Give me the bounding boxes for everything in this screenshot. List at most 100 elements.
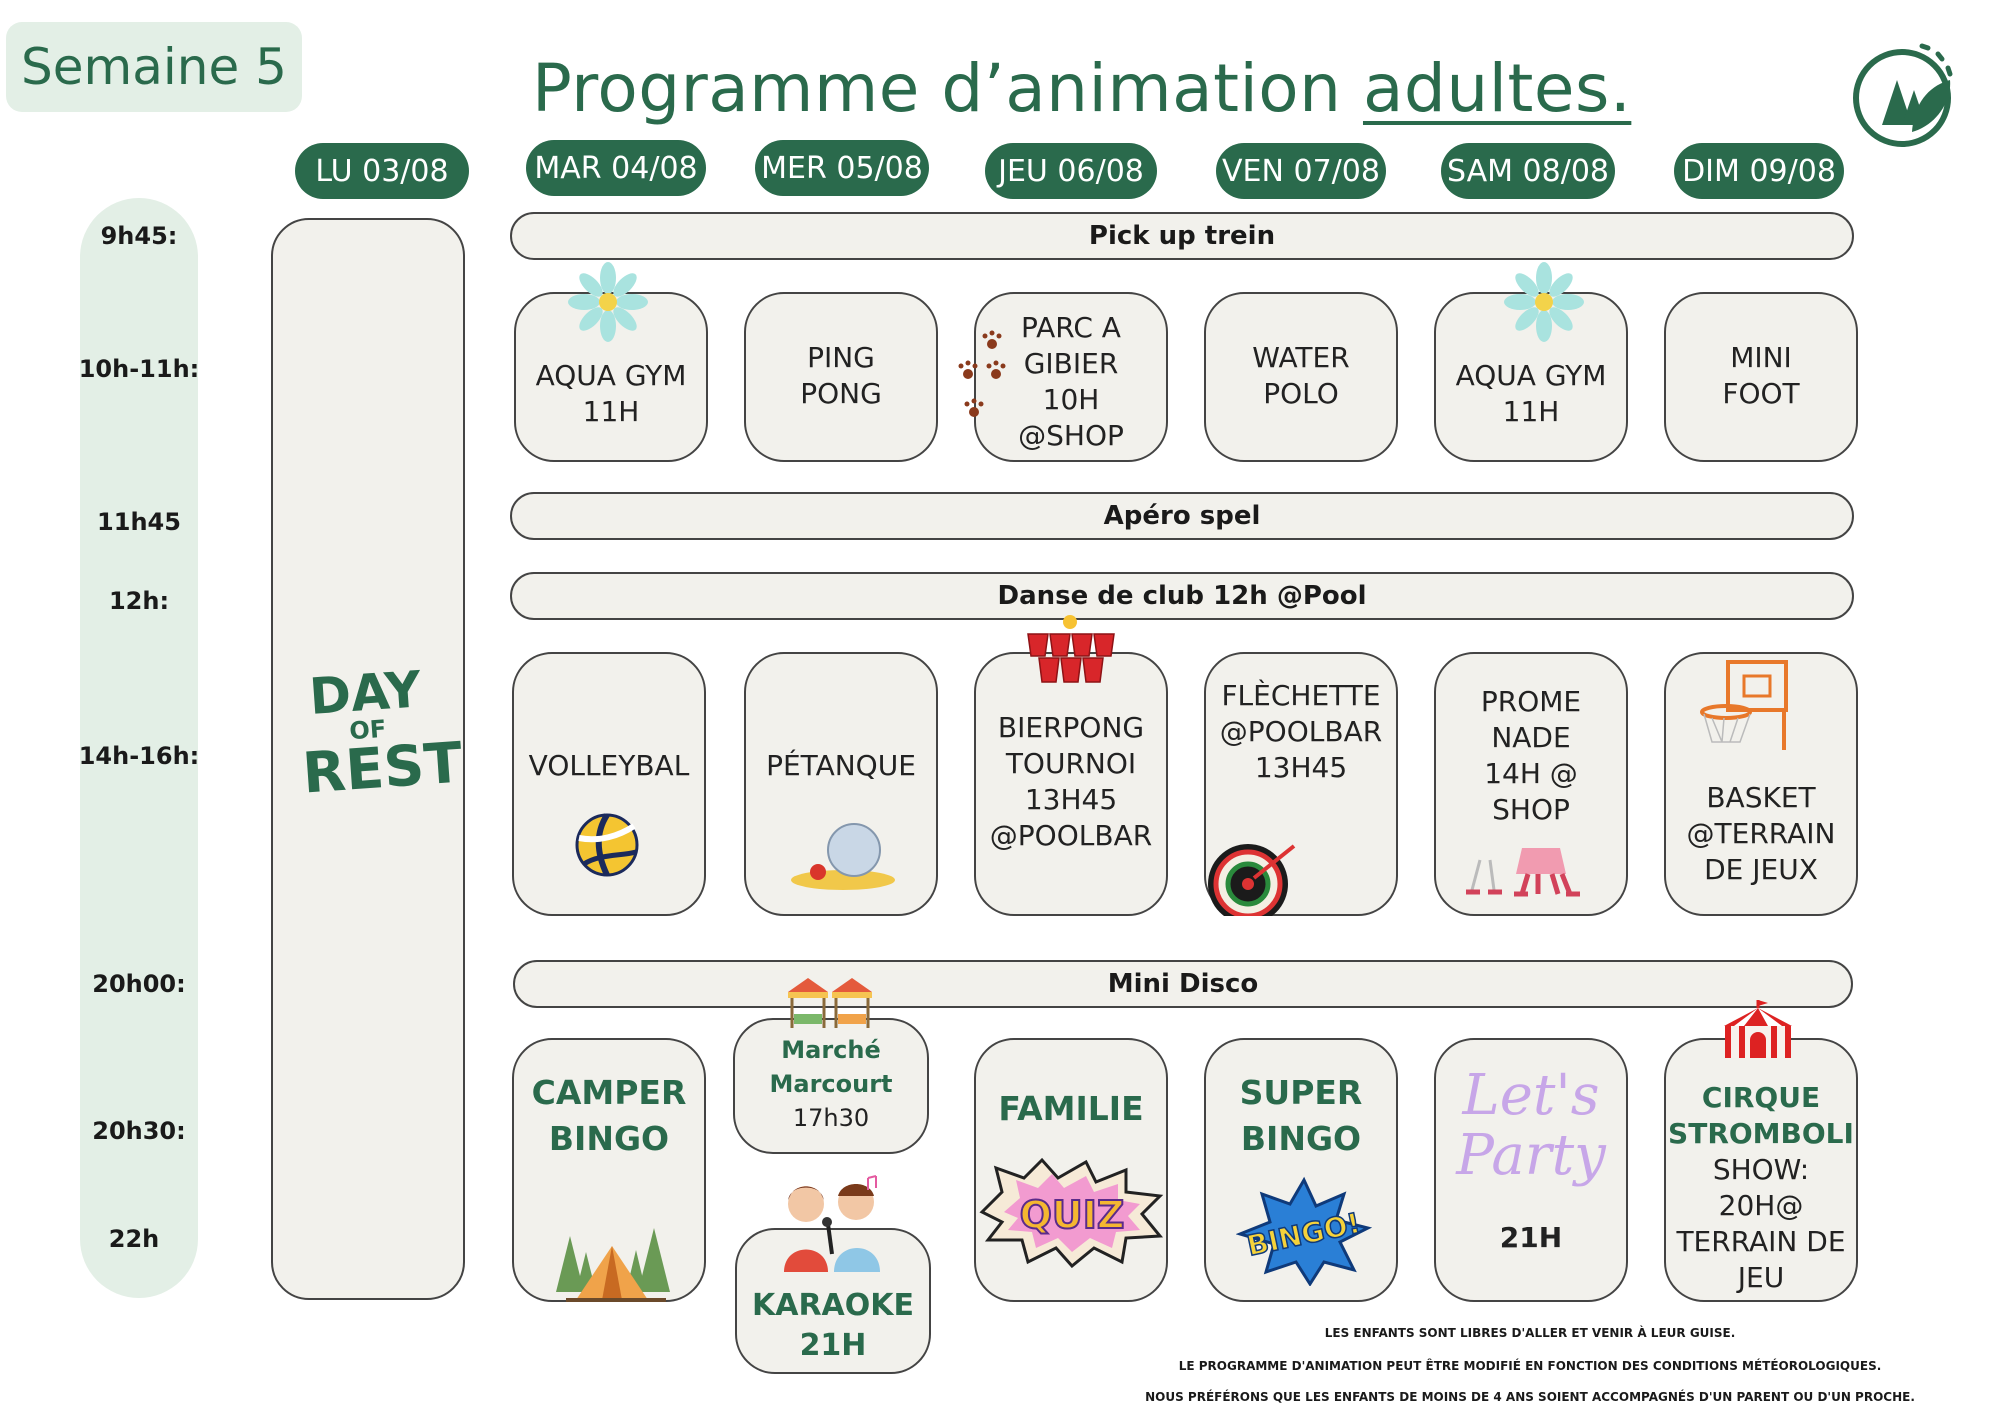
card-line: @TERRAIN [1686,817,1836,850]
card-line: Let's [1462,1063,1600,1128]
card-line: 11H [582,395,640,428]
card-line: FAMILIE [998,1089,1144,1128]
card-line: DE JEUX [1704,853,1818,886]
card-line: MINI [1730,341,1792,374]
time-14h-16h: 14h-16h: [78,742,200,770]
card-line: CAMPER [531,1073,687,1112]
card-line: JEU [1737,1261,1785,1294]
card-line: CIRQUE [1701,1081,1821,1114]
card-line: PARC A [1021,311,1121,344]
tent-in-forest-icon [556,1228,670,1302]
card-line: VOLLEYBAL [528,749,690,782]
card-promenade: PROME NADE 14H @ SHOP [1434,652,1628,916]
card-line: @POOLBAR [1219,715,1383,748]
card-parc-a-gibier: PARC A GIBIER 10H @SHOP [974,292,1168,462]
note-moins-4-ans: NOUS PRÉFÉRONS QUE LES ENFANTS DE MOINS … [1145,1390,1915,1404]
card-line: SHOP [1492,793,1570,826]
card-line: @POOLBAR [989,819,1153,852]
week-badge: Semaine 5 [6,22,302,112]
rest-word-1: DAY [307,660,423,726]
card-line: PROME [1480,685,1582,718]
card-line: KARAOKE [751,1288,915,1323]
page-title: Programme d’animation adultes. [532,50,1631,127]
beer-pong-cups-icon [1027,615,1115,683]
band-apero: Apéro spel [510,492,1854,540]
card-line: Marcourt [769,1070,893,1098]
card-lets-party: Let's Party 21H [1434,1038,1628,1302]
card-line: GIBIER [1023,347,1119,380]
title-prefix: Programme d’animation [532,50,1363,127]
card-line: SUPER [1239,1073,1363,1112]
day-header-jeu: JEU 06/08 [985,143,1157,199]
card-line: STROMBOLI [1668,1117,1854,1150]
day-header-lu: LU 03/08 [295,143,469,199]
flower-icon [568,262,648,342]
band-pickup: Pick up trein [510,212,1854,260]
card-line: TOURNOI [1005,747,1137,780]
card-line: @SHOP [1018,419,1124,452]
card-line: PING [807,341,875,374]
petanque-ball-icon [791,823,895,890]
card-line: AQUA GYM [1455,359,1607,392]
card-line: 21H [1499,1221,1563,1254]
card-line: BINGO [548,1119,670,1158]
card-line: SHOW: [1712,1153,1810,1186]
circus-tent-icon [1724,1000,1792,1058]
card-aqua-gym-sam: AQUA GYM 11H [1434,292,1628,462]
flower-icon [1504,262,1584,342]
walking-legs-icon [1466,848,1580,897]
quiz-burst-icon: QUIZ [979,1157,1164,1268]
time-10h-11h: 10h-11h: [78,355,200,383]
day-header-ven: VEN 07/08 [1216,143,1386,199]
time-20h00: 20h00: [92,970,186,998]
day-of-rest-card [271,218,465,1300]
card-line: 13H45 [1024,783,1118,816]
card-line: BINGO [1240,1119,1362,1158]
bingo-burst-icon: BINGO! [1236,1176,1372,1286]
card-line: TERRAIN DE [1676,1225,1846,1258]
card-line: Party [1456,1123,1606,1188]
card-marche-marcourt: Marché Marcourt 17h30 [733,1018,929,1154]
day-header-dim: DIM 09/08 [1674,143,1844,199]
basketball-hoop-icon [1700,660,1788,750]
market-stalls-icon [788,978,872,1028]
card-line: NADE [1491,721,1571,754]
card-line: AQUA GYM [535,359,687,392]
card-line: 11H [1502,395,1560,428]
card-line: 21H [799,1328,867,1363]
card-cirque-stromboli: CIRQUE STROMBOLI SHOW: 20H@ TERRAIN DE J… [1664,1038,1858,1302]
day-header-mer: MER 05/08 [755,140,929,196]
time-12h: 12h: [108,587,170,615]
time-22h: 22h [108,1225,160,1253]
card-line: 10H [1042,383,1100,416]
card-line: BIERPONG [997,711,1145,744]
card-line: 13H45 [1254,751,1348,784]
card-karaoke: KARAOKE 21H [735,1228,931,1374]
band-danse: Danse de club 12h @Pool [510,572,1854,620]
card-bierpong: BIERPONG TOURNOI 13H45 @POOLBAR [974,652,1168,916]
time-11h45: 11h45 [97,508,181,536]
card-line: 14H @ [1484,757,1578,790]
dartboard-icon [1208,844,1296,916]
card-line: Marché [781,1036,881,1064]
singers-icon [784,1175,880,1272]
band-disco: Mini Disco [513,960,1853,1008]
day-header-sam: SAM 08/08 [1441,143,1615,199]
card-line: FLÈCHETTE [1221,679,1381,712]
time-column [80,198,198,1298]
card-line: 20H@ [1718,1189,1804,1222]
card-line: POLO [1263,377,1339,410]
day-header-mar: MAR 04/08 [526,140,706,196]
quiz-word: QUIZ [1020,1193,1125,1237]
card-flechette: FLÈCHETTE @POOLBAR 13H45 [1204,652,1398,916]
title-underlined: adultes. [1362,50,1632,127]
card-ping-pong: PING PONG [744,292,938,462]
camping-logo [1853,43,1953,147]
day-of-rest-logo: DAY OF REST [296,660,465,807]
note-libres: LES ENFANTS SONT LIBRES D'ALLER ET VENIR… [1324,1326,1736,1340]
card-line: PÉTANQUE [766,749,916,782]
rest-word-3: REST [300,730,465,807]
card-line: FOOT [1722,377,1800,410]
card-line: WATER [1252,341,1350,374]
note-meteo: LE PROGRAMME D'ANIMATION PEUT ÊTRE MODIF… [1178,1359,1882,1373]
